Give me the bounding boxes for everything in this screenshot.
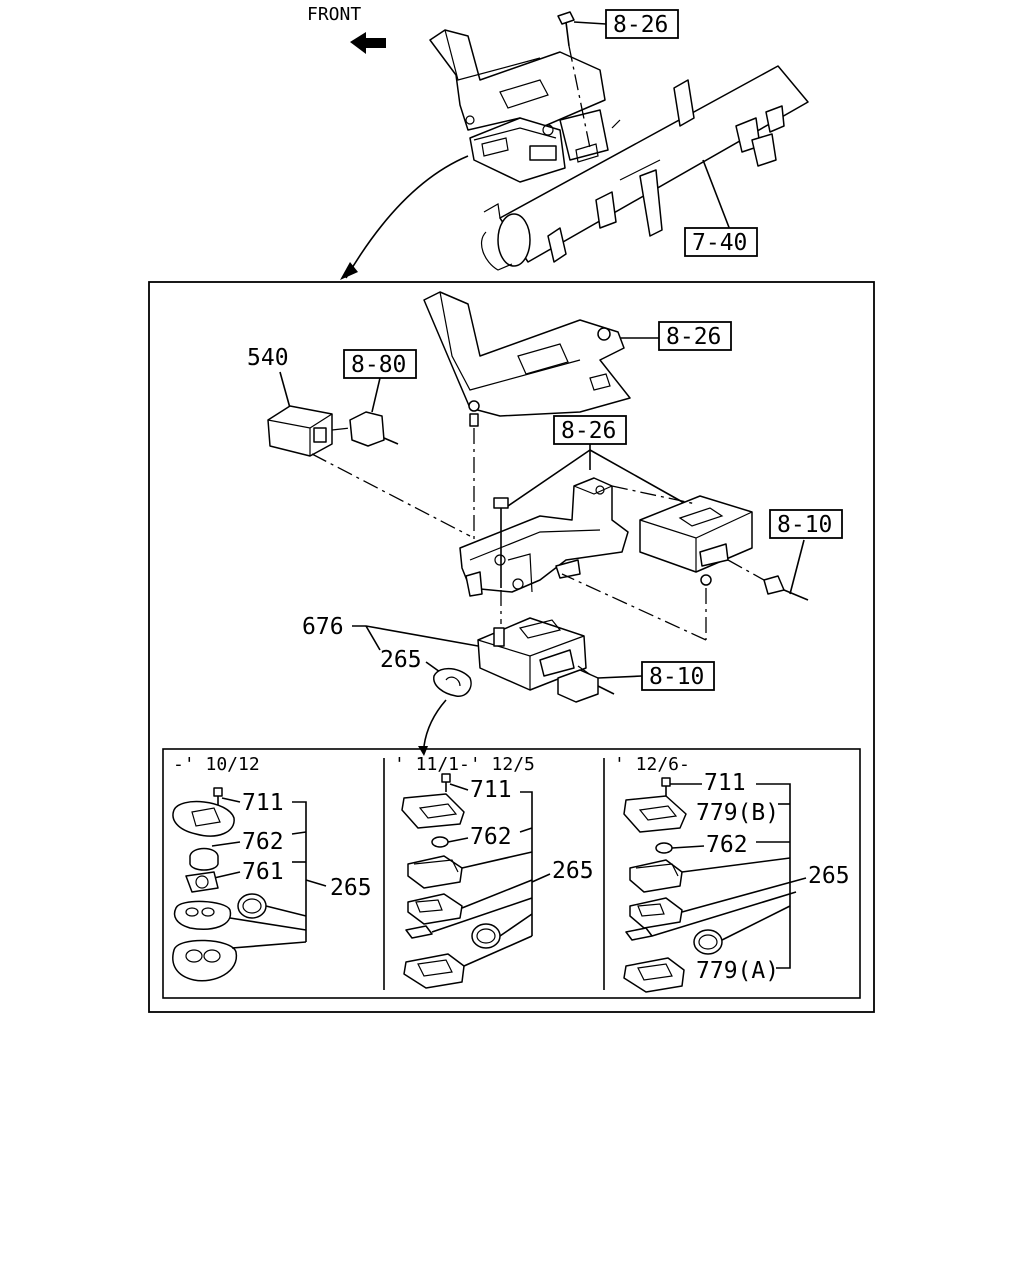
key-fob-265 [433,667,472,697]
ref-box-7-40: 7-40 [684,227,758,257]
variant-1-label-265: 265 [330,875,372,901]
variant-2: ' 11/1-' 12/5 711 762 265 [394,754,594,989]
ref-box-8-26-upper: 8-26 [658,321,732,351]
variant-1-label-711: 711 [242,790,284,816]
ref-box-8-80: 8-80 [343,349,417,379]
variants-frame [162,748,861,999]
leader-7-40 [702,159,731,231]
variant-2-label-762: 762 [470,824,512,850]
ref-8-10-676: 8-10 [649,664,704,690]
variant-1: -' 10/12 711 762 761 265 [172,754,372,982]
control-unit-right [639,495,753,586]
ref-8-26-upper: 8-26 [666,324,721,350]
variant-2-label-711: 711 [470,777,512,803]
variant-1-label-761: 761 [242,859,284,885]
label-540: 540 [247,345,289,371]
ref-box-8-10-676: 8-10 [641,661,715,691]
front-arrow-icon [350,32,386,54]
ref-7-40: 7-40 [692,230,747,256]
variant-1-label-762: 762 [242,829,284,855]
variant-3-label-779a: 779(A) [696,958,779,984]
variant-2-period: ' 11/1-' 12/5 [394,754,535,775]
detail-frame [148,281,875,1013]
variant-3-label-265: 265 [808,863,850,889]
label-676: 676 [302,614,344,640]
overview: FRONT [307,4,809,280]
variant-3-period: ' 12/6- [614,754,690,775]
lower-bracket [459,477,629,597]
ref-box-8-26-overview: 8-26 [605,9,679,39]
variant-3-label-711: 711 [704,770,746,796]
ref-8-26-lower: 8-26 [561,418,616,444]
variant-3-label-762: 762 [706,832,748,858]
ref-box-8-26-lower: 8-26 [553,415,627,445]
module-540 [267,405,333,457]
detail-pointer-arrow [345,155,469,279]
upper-bracket [423,291,631,417]
front-label: FRONT [307,4,361,25]
variant-3-label-779b: 779(B) [696,800,779,826]
connector-8-80 [349,411,399,447]
overview-crossmember [481,65,809,271]
harness-connector-right [763,575,809,601]
ref-8-26-overview: 8-26 [613,12,668,38]
ref-8-80: 8-80 [351,352,406,378]
ref-8-10-right: 8-10 [777,512,832,538]
module-676 [477,617,587,691]
variant-3: ' 12/6- 711 779(B) 762 265 779(A) [614,754,850,993]
label-265: 265 [380,647,422,673]
harness-connector-676 [557,669,615,703]
variant-1-period: -' 10/12 [173,754,260,775]
variant-2-label-265: 265 [552,858,594,884]
overview-bracket [429,11,609,183]
ref-box-8-10-right: 8-10 [769,509,843,539]
